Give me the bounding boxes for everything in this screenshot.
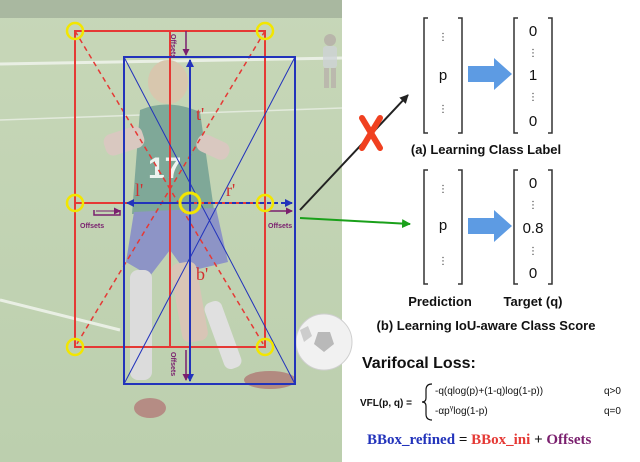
- label-r: r': [226, 180, 235, 200]
- offsets-left-label: Offsets: [80, 223, 104, 230]
- arrow-right-icon: [468, 58, 512, 90]
- caption-class-label: (a) Learning Class Label: [411, 142, 561, 157]
- svg-text:⋮: ⋮: [438, 104, 448, 115]
- svg-text:⋮: ⋮: [528, 92, 538, 103]
- sample-point: [255, 193, 275, 213]
- target-bottom-first: 0: [529, 175, 537, 192]
- soccer-photo: 17: [0, 0, 353, 462]
- label-b: b': [196, 264, 208, 284]
- sample-point: [65, 21, 85, 41]
- loss-title: Varifocal Loss:: [362, 355, 476, 372]
- iou-score-vectors: ⋮ p ⋮ 0 ⋮ 0.8 ⋮ 0: [423, 169, 553, 285]
- sample-point: [65, 337, 85, 357]
- offsets-term: Offsets: [546, 432, 591, 448]
- cases-brace: [421, 383, 433, 421]
- plus-sign: +: [530, 432, 546, 448]
- loss-case1-cond: q>0: [604, 386, 621, 397]
- sample-point: [255, 337, 275, 357]
- class-label-vectors: ⋮ p ⋮ 0 ⋮ 1 ⋮ 0: [423, 17, 553, 134]
- offsets-bottom-label: Offsets: [169, 352, 176, 376]
- svg-text:⋮: ⋮: [438, 256, 448, 267]
- target-top-middle: 1: [529, 67, 537, 84]
- sample-point: [65, 193, 85, 213]
- bbox-refined-term: BBox_refined: [367, 432, 456, 448]
- offsets-top-label: Offsets: [169, 34, 176, 58]
- background-player: [323, 34, 337, 88]
- loss-case2-rest: log(1-p): [453, 406, 487, 417]
- target-top-last: 0: [529, 113, 537, 130]
- offset-indicators: Offsets Offsets Offsets Offsets: [80, 31, 293, 381]
- target-bottom-middle: 0.8: [523, 220, 544, 237]
- svg-text:⋮: ⋮: [438, 184, 448, 195]
- soccer-ball: [295, 313, 353, 371]
- target-top-first: 0: [529, 23, 537, 40]
- bbox-ini-term: BBox_ini: [471, 432, 530, 448]
- sample-points: [65, 21, 275, 357]
- loss-case2: -αpγlog(1-p): [435, 405, 488, 417]
- arrow-right-icon: [468, 210, 512, 242]
- arrow-to-class-label: [299, 94, 409, 211]
- bbox-formula: BBox_refined = BBox_ini + Offsets: [367, 432, 592, 448]
- loss-case2-cond: q=0: [604, 406, 621, 417]
- target-label: Target (q): [504, 294, 563, 309]
- loss-case1-expr: -q(qlog(p)+(1-q)log(1-p)): [435, 386, 543, 397]
- svg-text:⋮: ⋮: [528, 246, 538, 257]
- loss-formula: VFL(p, q) = -q(qlog(p)+(1-q)log(1-p)) q>…: [360, 383, 621, 421]
- loss-case2-sup: γ: [450, 405, 454, 412]
- cross-icon: [359, 115, 383, 151]
- prediction-p-bottom: p: [439, 217, 447, 234]
- label-t: t': [196, 104, 204, 124]
- loss-case2-expr: -αp: [435, 406, 450, 417]
- equals-sign: =: [455, 432, 471, 448]
- sample-point: [255, 21, 275, 41]
- svg-text:⋮: ⋮: [438, 32, 448, 43]
- label-l: l': [135, 180, 143, 200]
- center-point: [178, 191, 202, 215]
- prediction-p-top: p: [439, 67, 447, 84]
- arrow-to-iou-score: [299, 217, 411, 229]
- loss-lhs: VFL(p, q) =: [360, 398, 412, 409]
- caption-iou-score: (b) Learning IoU-aware Class Score: [377, 318, 596, 333]
- svg-text:⋮: ⋮: [528, 200, 538, 211]
- svg-text:⋮: ⋮: [528, 48, 538, 59]
- offsets-right-label: Offsets: [268, 223, 292, 230]
- target-bottom-last: 0: [529, 265, 537, 282]
- prediction-label: Prediction: [408, 294, 472, 309]
